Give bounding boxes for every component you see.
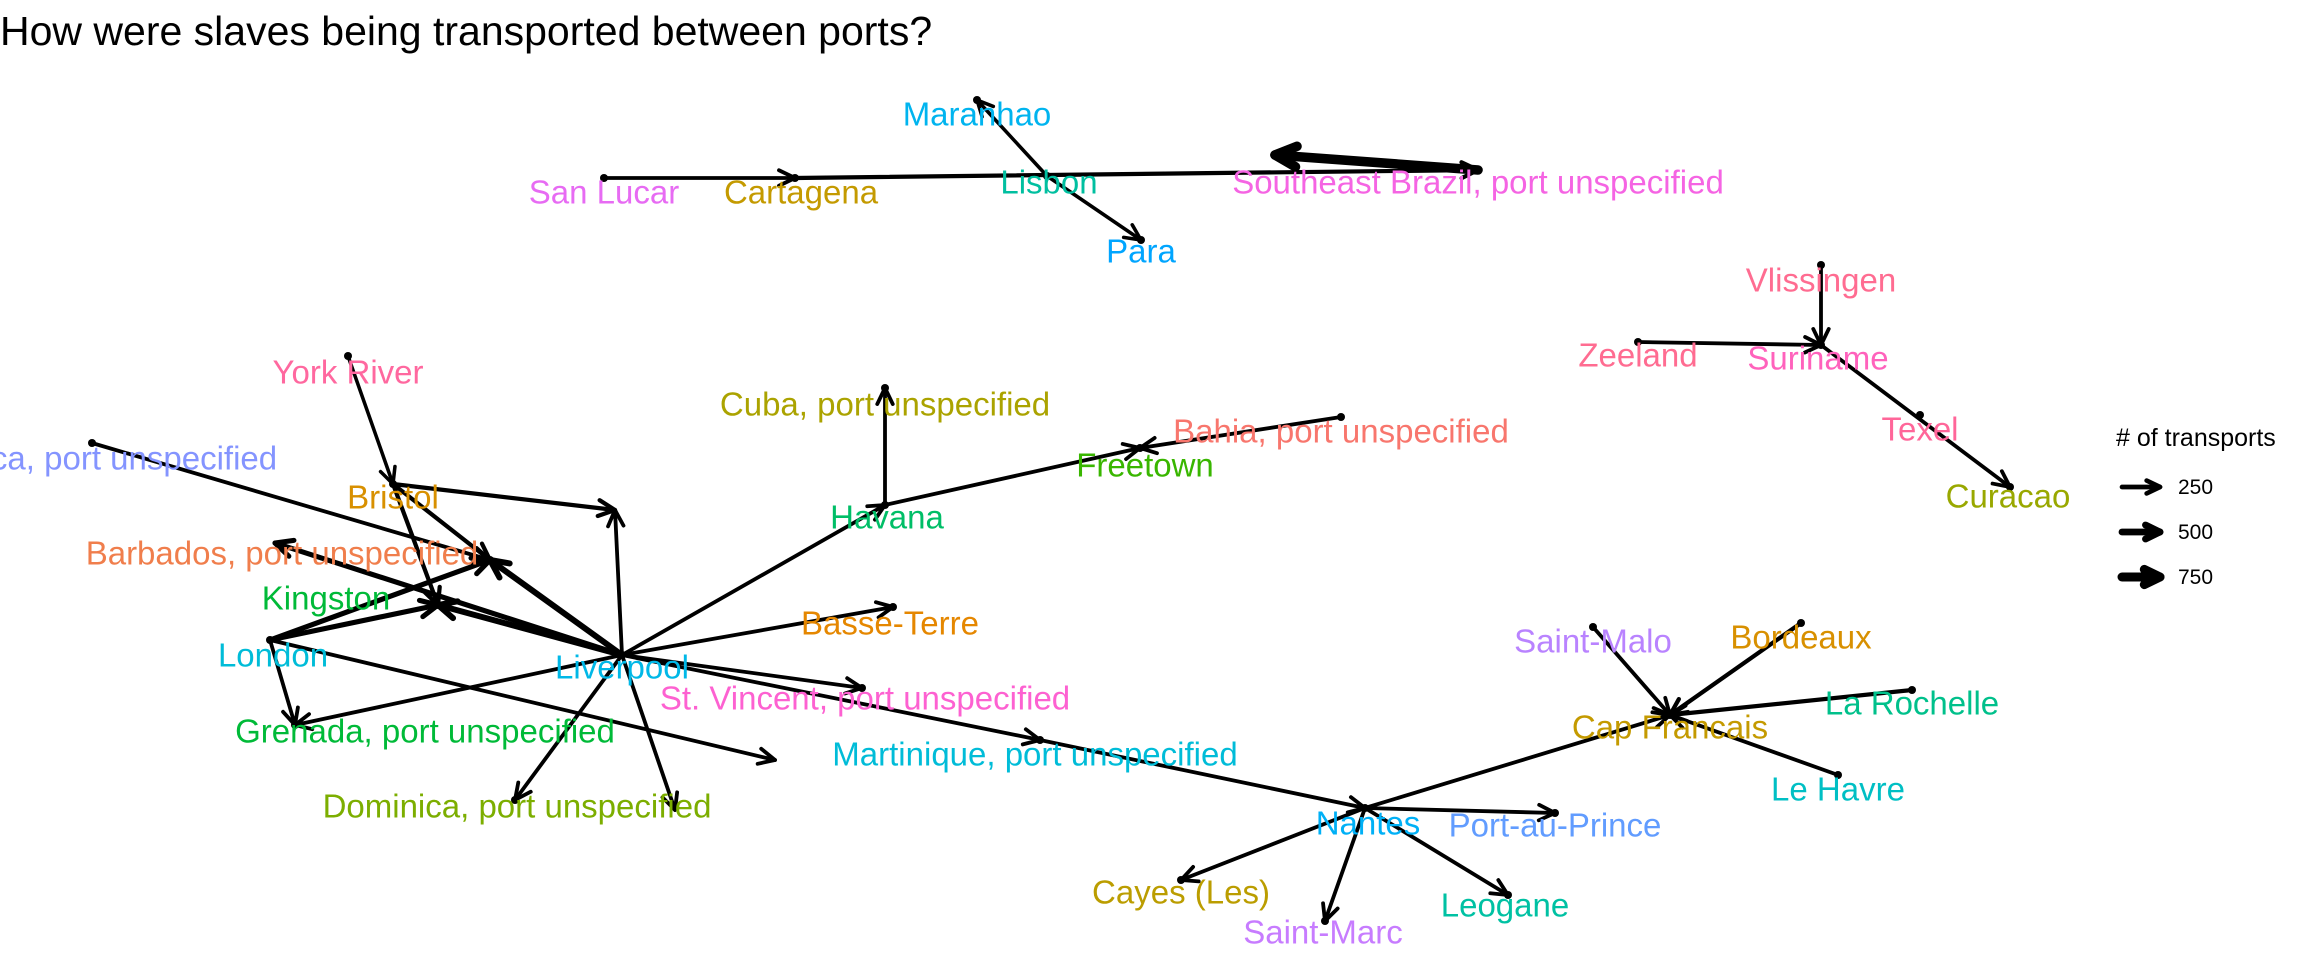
legend-label-750: 750: [2178, 566, 2213, 589]
node-point-cartagena: [791, 174, 799, 182]
node-label-lisbon: Lisbon: [1000, 164, 1097, 201]
node-label-freetown: Freetown: [1076, 447, 1214, 484]
node-point-san_lucar: [600, 174, 608, 182]
node-point-cuba: [881, 384, 889, 392]
node-point-bordeaux: [1797, 619, 1805, 627]
node-label-grenada: Grenada, port unspecified: [235, 713, 615, 750]
node-label-basse_terre: Basse-Terre: [801, 605, 979, 642]
node-point-para: [1137, 236, 1145, 244]
node-label-leogane: Leogane: [1441, 887, 1569, 924]
legend: # of transports 250 500 750: [2116, 424, 2276, 590]
edge-liverpool-to-barbados: [487, 557, 625, 658]
node-point-la_rochelle: [1908, 686, 1916, 694]
node-label-jamaica: Jamaica, port unspecified: [0, 440, 277, 477]
nodes-layer: [88, 96, 2014, 925]
node-point-port_au_prince: [1551, 809, 1559, 817]
node-point-vlissingen: [1817, 261, 1825, 269]
node-point-bahia: [1337, 413, 1345, 421]
node-label-cartagena: Cartagena: [724, 174, 879, 211]
node-point-jamaica: [88, 439, 96, 447]
edge-liverpool-to-dominica_b: [620, 653, 680, 812]
legend-label-500: 500: [2178, 521, 2213, 544]
node-label-york_river: York River: [273, 354, 424, 391]
node-label-bahia: Bahia, port unspecified: [1173, 413, 1509, 450]
node-point-suriname: [1817, 341, 1825, 349]
node-label-liverpool: Liverpool: [555, 649, 689, 686]
edge-liverpool-to-jamaica_hub: [606, 508, 626, 657]
node-point-lisbon: [1043, 172, 1051, 180]
node-point-se_brazil: [1474, 166, 1482, 174]
node-label-se_brazil: Southeast Brazil, port unspecified: [1232, 164, 1724, 201]
node-point-grenada: [291, 721, 299, 729]
legend-entry-250: 250: [2119, 476, 2213, 499]
node-label-vlissingen: Vlissingen: [1746, 262, 1896, 299]
node-label-le_havre: Le Havre: [1771, 771, 1905, 808]
node-point-kingston: [434, 601, 442, 609]
node-label-maranhao: Maranhao: [903, 96, 1052, 133]
node-label-port_au_prince: Port-au-Prince: [1449, 807, 1662, 844]
chart-title: How were slaves being transported betwee…: [0, 8, 933, 54]
node-label-para: Para: [1106, 233, 1176, 270]
node-point-dominica: [511, 796, 519, 804]
node-point-york_river: [344, 352, 352, 360]
node-label-saint_malo: Saint-Malo: [1514, 623, 1672, 660]
node-point-saint_marc: [1321, 917, 1329, 925]
node-label-curacao: Curacao: [1946, 478, 2071, 515]
edge-london-to-liverpool_b: [268, 638, 777, 766]
node-label-st_vincent: St. Vincent, port unspecified: [660, 680, 1070, 717]
edge-liverpool-to-bristol_hub: [272, 537, 625, 658]
node-label-nantes: Nantes: [1316, 805, 1421, 842]
node-point-havana: [881, 501, 889, 509]
node-point-le_havre: [1834, 771, 1842, 779]
node-label-saint_marc: Saint-Marc: [1243, 914, 1403, 951]
edge-bristol-to-jamaica_hub: [390, 481, 618, 519]
node-label-martinique: Martinique, port unspecified: [832, 736, 1237, 773]
node-point-texel: [1916, 411, 1924, 419]
node-point-maranhao: [973, 96, 981, 104]
legend-entry-500: 500: [2118, 521, 2213, 544]
node-point-freetown: [1136, 444, 1144, 452]
node-label-zeeland: Zeeland: [1578, 337, 1697, 374]
legend-title: # of transports: [2116, 424, 2276, 452]
node-point-cayes: [1177, 876, 1185, 884]
node-label-bristol: Bristol: [347, 479, 439, 516]
node-point-basse_terre: [889, 603, 897, 611]
legend-entry-750: 750: [2117, 564, 2213, 590]
node-label-kingston: Kingston: [262, 580, 390, 617]
node-label-dominica: Dominica, port unspecified: [323, 788, 712, 825]
node-point-martinique: [1036, 736, 1044, 744]
node-label-cayes: Cayes (Les): [1092, 874, 1270, 911]
node-point-leogane: [1504, 891, 1512, 899]
legend-entries: 250 500 750: [2117, 476, 2213, 590]
node-label-cap_francais: Cap Francais: [1572, 709, 1768, 746]
node-label-suriname: Suriname: [1747, 340, 1888, 377]
node-label-texel: Texel: [1881, 411, 1958, 448]
node-point-zeeland: [1634, 338, 1642, 346]
node-point-bristol: [389, 480, 397, 488]
node-point-curacao: [2006, 483, 2014, 491]
node-label-bordeaux: Bordeaux: [1730, 619, 1872, 656]
node-label-barbados: Barbados, port unspecified: [86, 535, 479, 572]
node-point-barbados: [486, 556, 494, 564]
node-label-la_rochelle: La Rochelle: [1825, 685, 1999, 722]
node-point-cap_francais: [1666, 711, 1674, 719]
node-point-st_vincent: [858, 684, 866, 692]
legend-label-250: 250: [2178, 476, 2213, 499]
node-point-liverpool: [618, 651, 626, 659]
node-point-saint_malo: [1589, 623, 1597, 631]
node-label-cuba: Cuba, port unspecified: [720, 386, 1050, 423]
node-label-san_lucar: San Lucar: [529, 174, 679, 211]
node-point-nantes: [1361, 804, 1369, 812]
node-label-london: London: [218, 637, 328, 674]
edge-se_brazil-to-se_brazil_hub: [1270, 141, 1483, 175]
node-point-london: [266, 636, 274, 644]
node-label-havana: Havana: [830, 499, 944, 536]
